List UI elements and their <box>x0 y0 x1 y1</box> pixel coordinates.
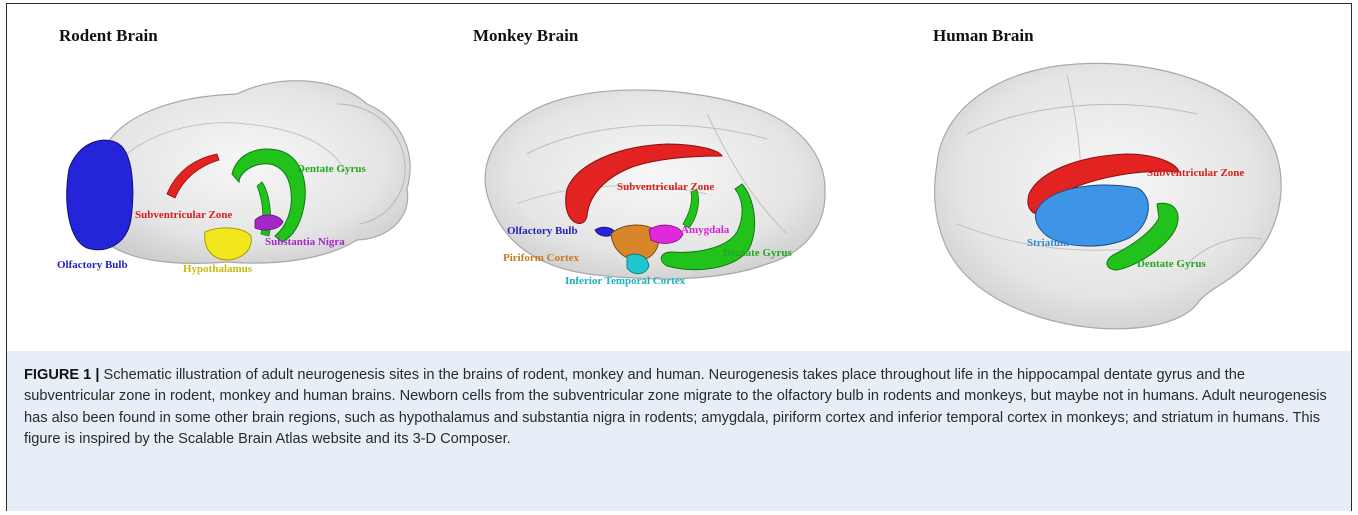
human-brain: Subventricular Zone Striatum Dentate Gyr… <box>935 63 1282 328</box>
monkey-label-olfactory-bulb: Olfactory Bulb <box>507 225 578 237</box>
brain-illustrations: Dentate Gyrus Subventricular Zone Substa… <box>7 4 1353 344</box>
human-label-dentate-gyrus: Dentate Gyrus <box>1137 258 1206 270</box>
figure-caption: FIGURE 1 | Schematic illustration of adu… <box>7 351 1351 511</box>
rodent-label-olfactory-bulb: Olfactory Bulb <box>57 259 128 271</box>
monkey-label-inferior-temporal-cortex: Inferior Temporal Cortex <box>565 275 686 287</box>
monkey-amygdala <box>649 225 683 243</box>
human-label-subventricular-zone: Subventricular Zone <box>1147 167 1244 179</box>
figure-frame: Rodent Brain Monkey Brain Human Brain <box>6 3 1352 511</box>
rodent-label-hypothalamus: Hypothalamus <box>183 263 253 275</box>
monkey-label-amygdala: Amygdala <box>681 224 730 236</box>
rodent-brain: Dentate Gyrus Subventricular Zone Substa… <box>57 81 410 275</box>
monkey-label-subventricular-zone: Subventricular Zone <box>617 181 714 193</box>
caption-label: FIGURE 1 | <box>24 367 99 383</box>
monkey-brain: Subventricular Zone Olfactory Bulb Amygd… <box>485 90 825 287</box>
monkey-label-dentate-gyrus: Dentate Gyrus <box>723 247 792 259</box>
rodent-label-substantia-nigra: Substantia Nigra <box>265 236 345 248</box>
caption-text: Schematic illustration of adult neurogen… <box>24 367 1327 447</box>
human-label-striatum: Striatum <box>1027 237 1069 249</box>
rodent-label-subventricular-zone: Subventricular Zone <box>135 209 232 221</box>
rodent-olfactory-bulb <box>67 140 133 250</box>
rodent-label-dentate-gyrus: Dentate Gyrus <box>297 163 366 175</box>
monkey-label-piriform-cortex: Piriform Cortex <box>503 252 580 264</box>
